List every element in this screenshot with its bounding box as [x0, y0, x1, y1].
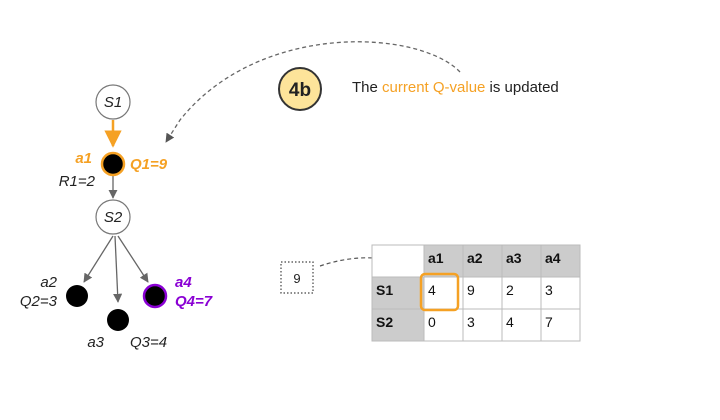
action-node-a4: [142, 283, 168, 309]
updated-cell-highlight: [419, 272, 460, 312]
action-label-a3: a3: [87, 334, 104, 351]
action-node-a3: [107, 309, 129, 331]
caption-pre: The: [352, 79, 382, 96]
update-curve-arrow: [165, 41, 461, 143]
table-cell: [501, 308, 542, 342]
edge-s2-a2: [83, 235, 114, 283]
caption-post: is updated: [485, 79, 558, 96]
state-node-s2: [95, 199, 131, 235]
table-cell-value: 4: [428, 282, 436, 298]
q-label-a3: Q3=4: [130, 334, 167, 351]
action-node-a1: [100, 151, 126, 177]
table-cell-value: 0: [428, 314, 436, 330]
table-header-a1: a1: [428, 250, 444, 266]
table-cell: [423, 308, 464, 342]
table-corner-cell: [371, 244, 425, 278]
table-cell-value: 2: [506, 282, 514, 298]
action-label-a4: a4: [175, 274, 192, 291]
table-header-a4: a4: [545, 250, 561, 266]
table-cell-value: 7: [545, 314, 553, 330]
new-value-box: [280, 261, 314, 294]
q-label-a4: Q4=7: [175, 293, 213, 310]
table-row-label-s2: S2: [376, 314, 393, 330]
table-cell: [540, 308, 581, 342]
new-value-text: 9: [293, 271, 300, 286]
action-label-a2: a2: [40, 274, 57, 291]
action-node-a2: [66, 285, 88, 307]
table-cell-value: 3: [545, 282, 553, 298]
caption-highlight: current Q-value: [382, 79, 485, 96]
caption: The current Q-value is updated: [352, 79, 559, 96]
state-label-s1: S1: [104, 94, 122, 111]
table-header-a3: a3: [506, 250, 522, 266]
reward-label-r1: R1=2: [59, 173, 96, 190]
q-label-a1: Q1=9: [130, 156, 168, 173]
step-badge: [278, 67, 322, 111]
table-cell: [423, 276, 464, 310]
table-header-cell: [423, 244, 464, 278]
q-label-a2: Q2=3: [20, 293, 58, 310]
table-row-label-s1: S1: [376, 282, 393, 298]
state-node-s1: [95, 84, 131, 120]
table-cell: [501, 276, 542, 310]
table-cell-value: 4: [506, 314, 514, 330]
state-label-s2: S2: [104, 209, 123, 226]
table-row-header-cell: [371, 276, 425, 310]
table-cell: [462, 308, 503, 342]
action-label-a1: a1: [75, 150, 92, 167]
step-badge-label: 4b: [289, 80, 311, 101]
table-header-cell: [540, 244, 581, 278]
table-cell-value: 3: [467, 314, 475, 330]
table-header-a2: a2: [467, 250, 483, 266]
table-border: [371, 244, 581, 342]
table-header-cell: [501, 244, 542, 278]
table-cell-value: 9: [467, 282, 475, 298]
edge-s2-a4: [117, 235, 149, 283]
edge-s2-a3: [113, 235, 123, 303]
